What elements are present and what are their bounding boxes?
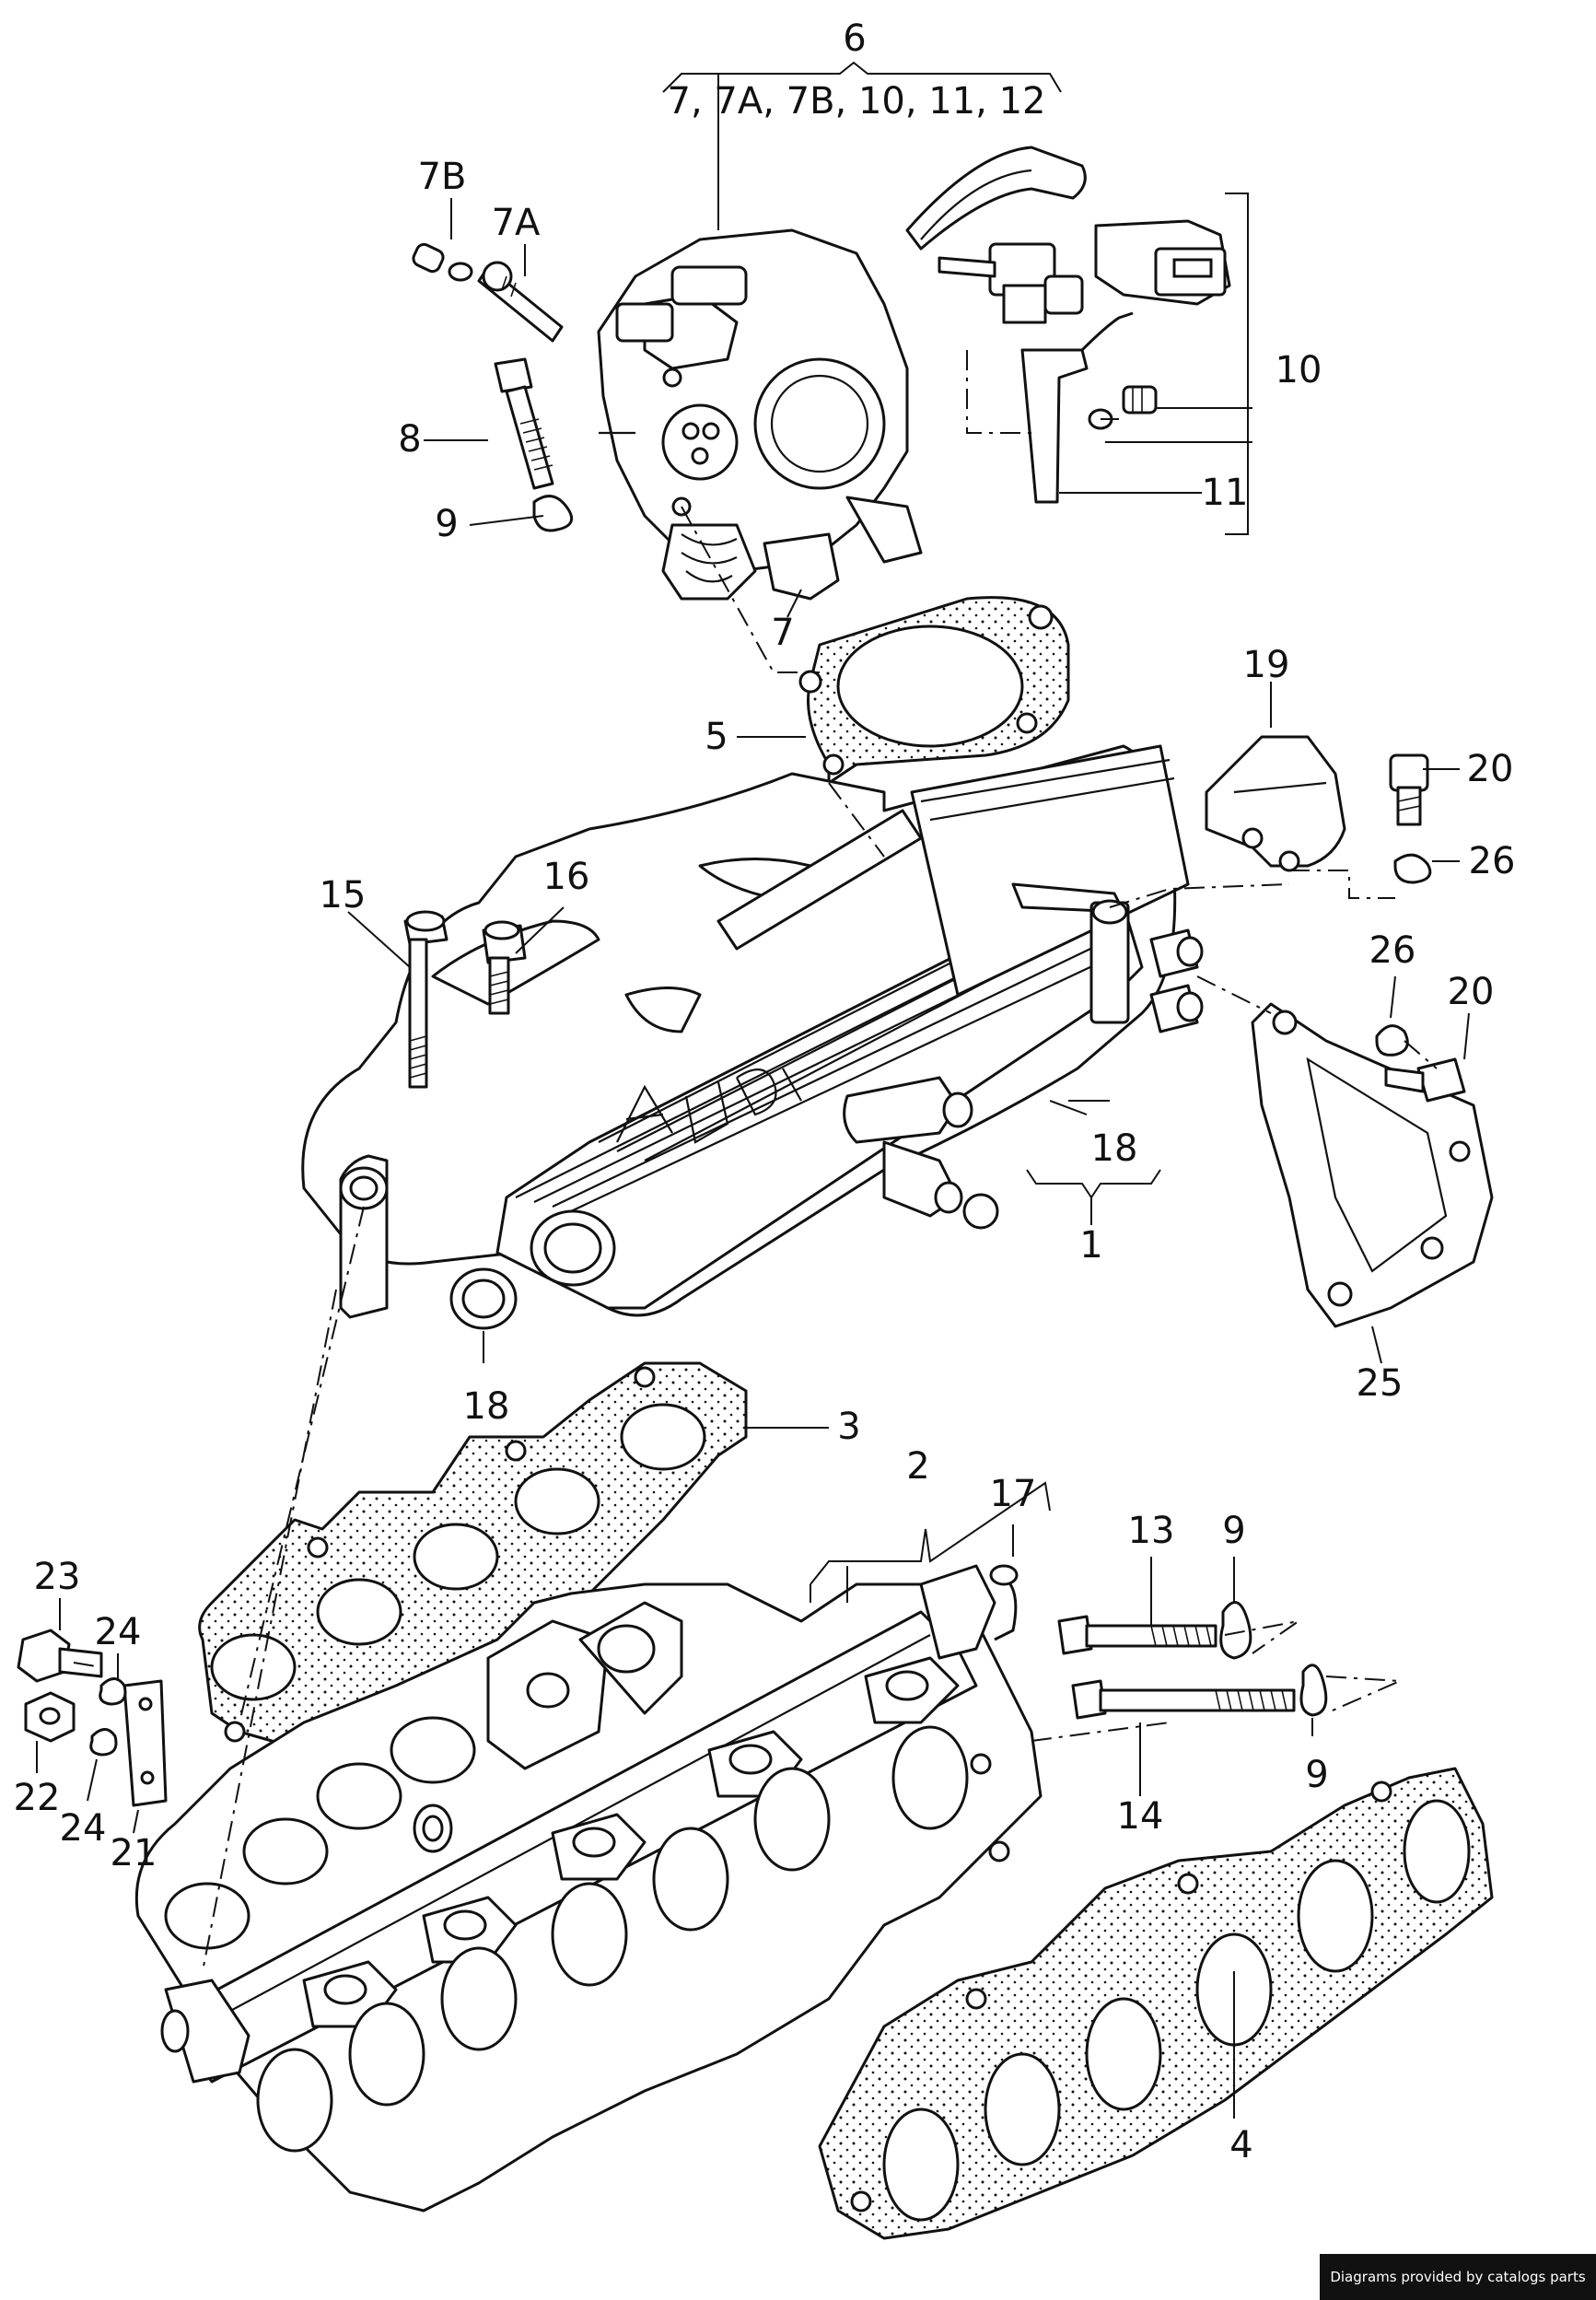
bracket-10: [1225, 193, 1249, 535]
lower-intake-manifold: [134, 1564, 1043, 2212]
leader-lines: [36, 198, 1470, 2119]
credit-banner: Diagrams provided by catalogs parts: [1320, 2254, 1596, 2300]
label-9-lower: 9: [1305, 1754, 1328, 1796]
label-11: 11: [1202, 472, 1249, 514]
label-24-top: 24: [95, 1611, 142, 1653]
label-20-lower: 20: [1448, 971, 1495, 1013]
bolt-20-top: [1389, 753, 1429, 826]
label-8: 8: [398, 418, 421, 461]
label-1: 1: [1079, 1224, 1102, 1267]
header-bracket: [662, 61, 1062, 230]
gasket-4: [818, 1767, 1494, 2240]
label-20-top: 20: [1467, 748, 1514, 790]
label-13: 13: [1128, 1510, 1175, 1552]
washer-26-top: [1393, 853, 1432, 884]
label-24-lower: 24: [60, 1807, 107, 1850]
label-16: 16: [543, 856, 590, 898]
label-7a: 7A: [492, 202, 541, 244]
throttle-body: [597, 228, 923, 601]
label-3: 3: [837, 1406, 860, 1448]
gasket-3: [198, 1361, 748, 1752]
sensor-assembly: [905, 146, 1231, 504]
audi-logo: [616, 1068, 802, 1144]
label-25: 25: [1357, 1362, 1404, 1405]
seal-18: [449, 1267, 518, 1330]
washer-9-lower: [1299, 1664, 1328, 1717]
bracket-19: [1205, 735, 1346, 872]
label-21: 21: [111, 1832, 157, 1874]
washer-24-lower: [89, 1728, 118, 1757]
bolt-8: [494, 357, 554, 490]
washer-9-mid: [1219, 1601, 1252, 1660]
nut-22: [24, 1691, 76, 1743]
washer-26-lower: [1375, 1024, 1409, 1057]
label-9-mid: 9: [1222, 1510, 1245, 1552]
label-26-top: 26: [1469, 840, 1516, 882]
label-2: 2: [906, 1445, 929, 1488]
washer-9-top: [532, 495, 574, 532]
label-10: 10: [1276, 349, 1322, 391]
bolt-16: [482, 920, 527, 1015]
label-26-lower: 26: [1369, 929, 1416, 972]
label-9-top: 9: [435, 503, 458, 545]
gasket-5: [798, 596, 1070, 785]
bolt-14: [1071, 1679, 1296, 1720]
label-4: 4: [1229, 2124, 1252, 2166]
label-7b: 7B: [418, 156, 467, 198]
label-18-left: 18: [463, 1385, 510, 1428]
cap-7b: [412, 242, 473, 282]
label-22: 22: [14, 1777, 61, 1819]
label-18-right: 18: [1091, 1127, 1138, 1170]
idle-sensor-7a: [477, 261, 564, 343]
bolt-15: [403, 910, 449, 1089]
bolt-20-lower: [1384, 1057, 1466, 1103]
label-14: 14: [1117, 1795, 1164, 1838]
group-number: 6: [843, 18, 866, 60]
part-labels: 7B 7A 8 9 7 10 11 5 19 20 26 15 16 26 20…: [14, 156, 1516, 2166]
group-members: 7, 7A, 7B, 10, 11, 12: [668, 80, 1046, 123]
label-19: 19: [1243, 644, 1290, 686]
label-17: 17: [990, 1473, 1037, 1515]
washer-24-top: [99, 1677, 127, 1706]
label-23: 23: [34, 1556, 81, 1598]
bracket-25: [1251, 1002, 1494, 1328]
bolt-23: [17, 1629, 103, 1683]
label-5: 5: [705, 716, 728, 758]
label-7: 7: [771, 612, 794, 654]
bolt-13: [1057, 1615, 1217, 1655]
label-15: 15: [320, 874, 367, 916]
plate-21: [122, 1679, 168, 1807]
upper-intake-manifold: [301, 744, 1204, 1319]
